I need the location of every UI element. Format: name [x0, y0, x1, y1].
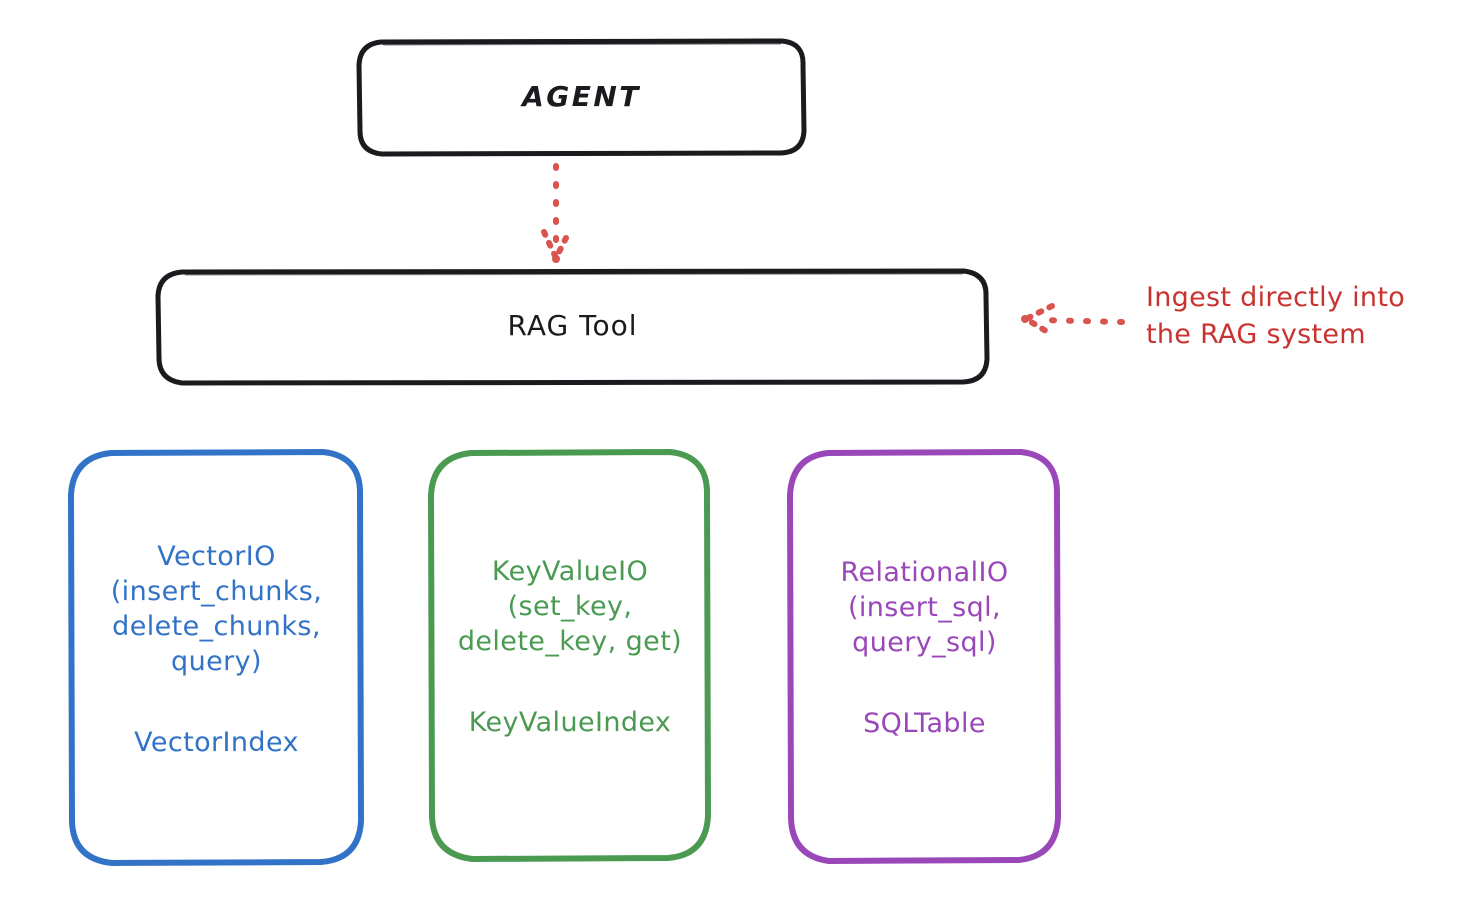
ingest-annotation-text: Ingest directly into the RAG system [1146, 282, 1406, 351]
relational-io-content: RelationalIO (insert_sql, query_sql) SQL… [786, 555, 1063, 741]
vector-io-content: VectorIO (insert_chunks, delete_chunks, … [67, 539, 366, 760]
vector-io-node[interactable]: VectorIO (insert_chunks, delete_chunks, … [67, 449, 366, 866]
agent-node[interactable]: AGENT [356, 38, 807, 157]
relational-io-api-label: RelationalIO (insert_sql, query_sql) [840, 556, 1009, 658]
rag-tool-label: RAG Tool [507, 309, 638, 343]
relational-io-node[interactable]: RelationalIO (insert_sql, query_sql) SQL… [786, 449, 1063, 864]
key-value-io-api-label: KeyValueIO (set_key, delete_key, get) [457, 555, 683, 657]
vector-io-api-label: VectorIO (insert_chunks, delete_chunks, … [110, 540, 323, 678]
key-value-io-content: KeyValueIO (set_key, delete_key, get) Ke… [427, 554, 713, 740]
vector-io-index-label: VectorIndex [134, 727, 299, 759]
key-value-io-index-label: KeyValueIndex [468, 707, 672, 739]
rag-tool-node[interactable]: RAG Tool [155, 268, 990, 386]
agent-to-rag-tool-arrow [541, 163, 572, 263]
relational-io-index-label: SQLTable [863, 708, 986, 740]
ingest-annotation-arrow [1021, 303, 1125, 337]
agent-label: AGENT [522, 80, 641, 114]
key-value-io-node[interactable]: KeyValueIO (set_key, delete_key, get) Ke… [427, 449, 713, 862]
